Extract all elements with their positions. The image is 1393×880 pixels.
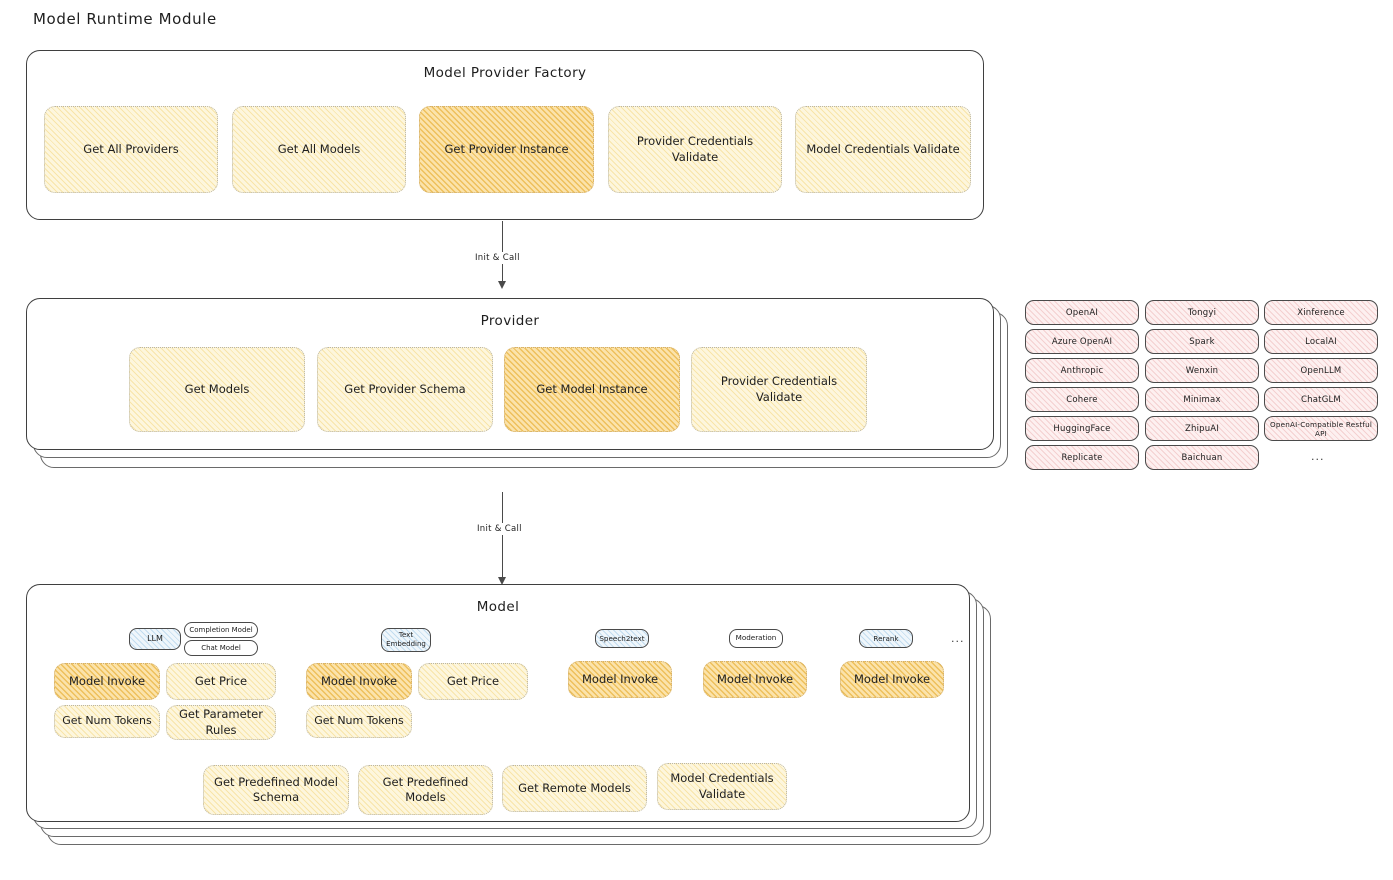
factory-box-get-all-models[interactable]: Get All Models — [232, 106, 406, 193]
model-type-pill-llm[interactable]: LLM — [129, 628, 181, 650]
arrow-provider-to-model-line — [502, 492, 504, 580]
provider-box-get-provider-schema[interactable]: Get Provider Schema — [317, 347, 493, 432]
provider-pill-wenxin[interactable]: Wenxin — [1145, 358, 1259, 383]
llm-method-model-invoke[interactable]: Model Invoke — [54, 663, 160, 700]
model-types-more-ellipsis: ... — [951, 632, 965, 645]
provider-pill-huggingface[interactable]: HuggingFace — [1025, 416, 1139, 441]
model-type-pill-rerank[interactable]: Rerank — [859, 629, 913, 648]
provider-pill-localai[interactable]: LocalAI — [1264, 329, 1378, 354]
model-common-get-predefined-models[interactable]: Get Predefined Models — [358, 765, 493, 815]
provider-pill-minimax[interactable]: Minimax — [1145, 387, 1259, 412]
provider-pill-openai[interactable]: OpenAI — [1025, 300, 1139, 325]
model-title: Model — [476, 599, 520, 615]
factory-box-provider-credentials-validate[interactable]: Provider Credentials Validate — [608, 106, 782, 193]
provider-pill-replicate[interactable]: Replicate — [1025, 445, 1139, 470]
factory-box-model-credentials-validate[interactable]: Model Credentials Validate — [795, 106, 971, 193]
provider-pill-spark[interactable]: Spark — [1145, 329, 1259, 354]
llm-method-get-parameter-rules[interactable]: Get Parameter Rules — [166, 705, 276, 740]
arrow-provider-to-model-label: Init & Call — [473, 523, 526, 535]
llm-method-get-num-tokens[interactable]: Get Num Tokens — [54, 705, 160, 738]
provider-pill-openllm[interactable]: OpenLLM — [1264, 358, 1378, 383]
factory-box-get-provider-instance[interactable]: Get Provider Instance — [419, 106, 594, 193]
provider-pill-baichuan[interactable]: Baichuan — [1145, 445, 1259, 470]
provider-pill-chatglm[interactable]: ChatGLM — [1264, 387, 1378, 412]
factory-box-get-all-providers[interactable]: Get All Providers — [44, 106, 218, 193]
provider-pill-zhipuai[interactable]: ZhipuAI — [1145, 416, 1259, 441]
arrow-provider-to-model-head — [498, 577, 506, 585]
provider-pill-azure-openai[interactable]: Azure OpenAI — [1025, 329, 1139, 354]
model-type-pill-speech2text[interactable]: Speech2text — [595, 629, 649, 648]
provider-pill-openai-compatible-restful-api[interactable]: OpenAI-Compatible Restful API — [1264, 416, 1378, 441]
page-title: Model Runtime Module — [33, 10, 217, 28]
provider-box-get-models[interactable]: Get Models — [129, 347, 305, 432]
model-common-get-remote-models[interactable]: Get Remote Models — [502, 765, 647, 812]
moderation-method-model-invoke[interactable]: Model Invoke — [703, 661, 807, 698]
provider-list-more-ellipsis: ... — [1311, 450, 1325, 463]
model-type-sub-completion-model[interactable]: Completion Model — [184, 622, 258, 638]
provider-pill-xinference[interactable]: Xinference — [1264, 300, 1378, 325]
provider-box-provider-credentials-validate[interactable]: Provider Credentials Validate — [691, 347, 867, 432]
provider-pill-tongyi[interactable]: Tongyi — [1145, 300, 1259, 325]
model-type-sub-chat-model[interactable]: Chat Model — [184, 640, 258, 656]
embedding-method-get-price[interactable]: Get Price — [418, 663, 528, 700]
arrow-factory-to-provider-head — [498, 281, 506, 289]
embedding-method-model-invoke[interactable]: Model Invoke — [306, 663, 412, 700]
rerank-method-model-invoke[interactable]: Model Invoke — [840, 661, 944, 698]
provider-box-get-model-instance[interactable]: Get Model Instance — [504, 347, 680, 432]
provider-title: Provider — [480, 313, 540, 329]
arrow-factory-to-provider-label: Init & Call — [471, 252, 524, 264]
model-common-model-credentials-validate[interactable]: Model Credentials Validate — [657, 763, 787, 810]
model-type-pill-text-embedding[interactable]: Text Embedding — [381, 628, 431, 652]
model-container: Model — [26, 584, 970, 822]
provider-pill-anthropic[interactable]: Anthropic — [1025, 358, 1139, 383]
factory-title: Model Provider Factory — [423, 65, 587, 81]
speech2text-method-model-invoke[interactable]: Model Invoke — [568, 661, 672, 698]
llm-method-get-price[interactable]: Get Price — [166, 663, 276, 700]
embedding-method-get-num-tokens[interactable]: Get Num Tokens — [306, 705, 412, 738]
provider-pill-cohere[interactable]: Cohere — [1025, 387, 1139, 412]
model-common-get-predefined-model-schema[interactable]: Get Predefined Model Schema — [203, 765, 349, 815]
model-type-pill-moderation[interactable]: Moderation — [729, 629, 783, 648]
